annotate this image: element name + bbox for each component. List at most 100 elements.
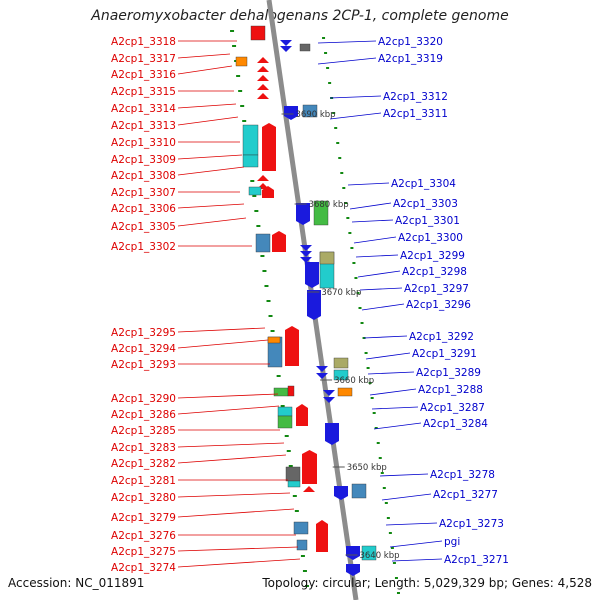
gene-arrow-forward	[302, 450, 317, 484]
gene-label-leader	[365, 352, 411, 360]
track-dot	[264, 285, 269, 287]
track-dot	[364, 352, 368, 354]
track-dot	[276, 375, 281, 377]
gene-label-leader	[351, 219, 394, 223]
gene-feature	[248, 186, 262, 196]
gene-label-reverse[interactable]: A2cp1_3312	[383, 91, 448, 103]
gene-feature	[319, 251, 335, 265]
gene-label-forward[interactable]: A2cp1_3317	[111, 53, 176, 65]
gene-label-forward[interactable]: A2cp1_3276	[111, 530, 176, 542]
gene-label-reverse[interactable]: A2cp1_3296	[406, 299, 471, 311]
gene-arrow-forward	[296, 404, 308, 426]
track-dot	[240, 105, 245, 107]
track-dot	[326, 67, 330, 69]
track-dot	[350, 247, 354, 249]
gene-arrow-reverse	[296, 203, 310, 225]
gene-label-leader	[359, 287, 403, 291]
gene-label-reverse[interactable]: A2cp1_3271	[444, 554, 509, 566]
gene-label-forward[interactable]: A2cp1_3306	[111, 203, 176, 215]
gene-label-reverse[interactable]: pgi	[444, 536, 460, 548]
gene-arrow-reverse	[316, 373, 328, 379]
gene-label-reverse[interactable]: A2cp1_3304	[391, 178, 456, 190]
gene-label-forward[interactable]: A2cp1_3274	[111, 562, 176, 574]
gene-label-forward[interactable]: A2cp1_3316	[111, 69, 176, 81]
scale-tick-label: 3690 kbp	[296, 110, 336, 120]
gene-label-forward[interactable]: A2cp1_3310	[111, 137, 176, 149]
gene-feature	[235, 56, 248, 67]
gene-label-forward[interactable]: A2cp1_3315	[111, 86, 176, 98]
gene-label-forward[interactable]: A2cp1_3282	[111, 458, 176, 470]
gene-label-forward[interactable]: A2cp1_3283	[111, 442, 176, 454]
gene-label-reverse[interactable]: A2cp1_3320	[378, 36, 443, 48]
gene-label-reverse[interactable]: A2cp1_3311	[383, 108, 448, 120]
gene-label-forward[interactable]: A2cp1_3286	[111, 409, 176, 421]
gene-feature	[299, 43, 311, 52]
gene-label-forward[interactable]: A2cp1_3302	[111, 241, 176, 253]
gene-label-forward[interactable]: A2cp1_3305	[111, 221, 176, 233]
gene-label-reverse[interactable]: A2cp1_3289	[416, 367, 481, 379]
gene-label-reverse[interactable]: A2cp1_3284	[423, 418, 488, 430]
gene-label-leader	[177, 203, 245, 209]
gene-label-reverse[interactable]: A2cp1_3319	[378, 53, 443, 65]
gene-label-leader	[391, 558, 443, 562]
gene-label-forward[interactable]: A2cp1_3309	[111, 154, 176, 166]
gene-label-forward[interactable]: A2cp1_3314	[111, 103, 176, 115]
gene-label-reverse[interactable]: A2cp1_3277	[433, 489, 498, 501]
gene-label-reverse[interactable]: A2cp1_3278	[430, 469, 495, 481]
gene-arrow-reverse	[300, 257, 312, 263]
gene-label-forward[interactable]: A2cp1_3285	[111, 425, 176, 437]
gene-label-reverse[interactable]: A2cp1_3288	[418, 384, 483, 396]
gene-label-reverse[interactable]: A2cp1_3291	[412, 348, 477, 360]
gene-feature	[351, 483, 367, 499]
track-dot	[266, 300, 271, 302]
track-dot	[360, 322, 364, 324]
gene-arrow-reverse	[323, 397, 335, 403]
gene-label-reverse[interactable]: A2cp1_3300	[398, 232, 463, 244]
gene-label-forward[interactable]: A2cp1_3279	[111, 512, 176, 524]
gene-label-forward[interactable]: A2cp1_3293	[111, 359, 176, 371]
track-dot	[262, 270, 267, 272]
track-dot	[390, 547, 394, 549]
genome-summary: Topology: circular; Length: 5,029,329 bp…	[262, 576, 592, 590]
gene-label-leader	[177, 53, 231, 59]
scale-tick-label: 3660 kbp	[334, 376, 374, 386]
gene-arrow-reverse	[323, 390, 335, 396]
track-dot	[292, 495, 297, 497]
track-dot	[366, 367, 370, 369]
gene-label-reverse[interactable]: A2cp1_3287	[420, 402, 485, 414]
gene-label-reverse[interactable]: A2cp1_3273	[439, 518, 504, 530]
track-dot	[396, 592, 400, 594]
gene-label-forward[interactable]: A2cp1_3313	[111, 120, 176, 132]
track-dot	[268, 315, 273, 317]
gene-label-reverse[interactable]: A2cp1_3299	[400, 250, 465, 262]
gene-label-leader	[177, 103, 237, 109]
gene-label-reverse[interactable]: A2cp1_3297	[404, 283, 469, 295]
gene-arrow-reverse	[346, 546, 360, 560]
gene-label-forward[interactable]: A2cp1_3318	[111, 36, 176, 48]
gene-feature	[287, 385, 295, 397]
gene-arrow-forward	[316, 520, 328, 552]
gene-label-forward[interactable]: A2cp1_3281	[111, 475, 176, 487]
gene-label-leader	[353, 236, 397, 244]
gene-label-forward[interactable]: A2cp1_3295	[111, 327, 176, 339]
gene-label-leader	[389, 540, 443, 548]
gene-label-reverse[interactable]: A2cp1_3298	[402, 266, 467, 278]
track-dot	[336, 142, 340, 144]
gene-label-leader	[317, 40, 377, 44]
track-dot	[256, 225, 261, 227]
gene-arrow-forward	[257, 57, 269, 63]
gene-label-forward[interactable]: A2cp1_3275	[111, 546, 176, 558]
gene-label-forward[interactable]: A2cp1_3308	[111, 170, 176, 182]
gene-label-reverse[interactable]: A2cp1_3301	[395, 215, 460, 227]
gene-label-forward[interactable]: A2cp1_3280	[111, 492, 176, 504]
gene-label-forward[interactable]: A2cp1_3294	[111, 343, 176, 355]
gene-label-forward[interactable]: A2cp1_3290	[111, 393, 176, 405]
track-dot	[342, 187, 346, 189]
gene-label-forward[interactable]: A2cp1_3307	[111, 187, 176, 199]
gene-label-leader	[357, 270, 401, 278]
gene-label-reverse[interactable]: A2cp1_3292	[409, 331, 474, 343]
track-dot	[284, 435, 289, 437]
gene-label-leader	[177, 166, 245, 176]
gene-label-reverse[interactable]: A2cp1_3303	[393, 198, 458, 210]
track-dot	[394, 577, 398, 579]
